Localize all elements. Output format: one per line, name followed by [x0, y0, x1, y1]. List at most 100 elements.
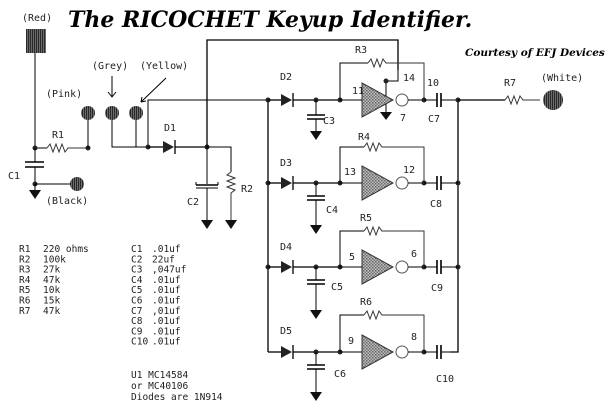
u1-inverter-a — [361, 82, 395, 118]
bom-ref: R1 — [19, 244, 31, 255]
bom-value: .01uf — [152, 244, 181, 255]
d2-diode — [281, 94, 292, 106]
c8-capacitor — [436, 176, 442, 190]
d4-label: D4 — [280, 242, 292, 253]
pin-12: 12 — [403, 165, 415, 176]
bom-value: .01uf — [152, 316, 181, 327]
d5-diode — [281, 346, 292, 358]
bom-value: .01uf — [152, 285, 181, 296]
white-connector[interactable] — [543, 90, 563, 110]
stage-4: D5 C6 R6 9 8 C10 — [268, 297, 458, 401]
bom-value: .01uf — [152, 326, 181, 337]
r2-resistor — [225, 171, 237, 220]
c4-capacitor — [307, 195, 325, 201]
d2-label: D2 — [280, 72, 292, 83]
inverter-bubble — [395, 93, 409, 107]
grey-connector[interactable] — [105, 106, 119, 120]
ground-icon — [380, 112, 392, 120]
bom-ref: C3 — [131, 265, 142, 276]
stage-3: D4 C5 R5 5 6 C9 — [268, 213, 458, 319]
inverter-bubble — [395, 176, 409, 190]
bom-value: 27k — [43, 265, 60, 276]
pin-10: 10 — [427, 78, 439, 89]
c7-capacitor — [436, 93, 442, 107]
ground-icon — [310, 310, 322, 319]
bom-value: 47k — [43, 306, 60, 317]
yellow-connector[interactable] — [129, 106, 143, 120]
c3-label: C3 — [323, 116, 335, 127]
bom-ref: R7 — [19, 306, 30, 317]
r4-resistor — [363, 141, 425, 183]
inverter-bubble — [395, 260, 409, 274]
c10-label: C10 — [436, 374, 454, 385]
ground-icon — [225, 220, 237, 229]
bom-value: 100k — [43, 254, 66, 265]
stage-1: D2 C3 R3 11 14 7 10 C7 — [268, 45, 458, 140]
white-label: (White) — [541, 73, 583, 84]
bom-value: ,01uf — [152, 306, 181, 317]
c1-label: C1 — [8, 171, 20, 182]
bom-value: 220 ohms — [43, 244, 89, 255]
c6-capacitor — [307, 364, 325, 370]
bom-ref: C7 — [131, 306, 142, 317]
ground-icon — [310, 392, 322, 401]
d3-label: D3 — [280, 158, 292, 169]
bom-value: 15k — [43, 296, 60, 307]
bom-ref: R3 — [19, 265, 30, 276]
bom-value: 10k — [43, 285, 60, 296]
stage-2: D3 C4 R4 13 12 C8 — [268, 132, 458, 234]
c8-label: C8 — [430, 199, 442, 210]
black-connector[interactable] — [70, 177, 84, 191]
pink-connector[interactable] — [81, 106, 95, 120]
r7-label: R7 — [504, 78, 516, 89]
pin-9: 9 — [348, 336, 354, 347]
r7-resistor — [504, 94, 540, 106]
r3-label: R3 — [355, 45, 367, 56]
bom-value: .01uf — [152, 337, 181, 348]
r1-resistor — [46, 142, 88, 154]
bom-ref: R6 — [19, 296, 31, 307]
r5-resistor — [363, 225, 425, 267]
black-label: (Black) — [46, 196, 88, 207]
d1-diode — [163, 141, 174, 153]
d5-label: D5 — [280, 326, 292, 337]
pin-6: 6 — [411, 249, 417, 260]
pin-11: 11 — [352, 86, 364, 97]
bom-ref: C2 — [131, 254, 142, 265]
c4-label: C4 — [326, 205, 338, 216]
diagram-title: The RICOCHET Keyup Identifier. — [68, 7, 472, 33]
bom-ref: C6 — [131, 296, 143, 307]
bom-note: or MC40106 — [131, 381, 188, 392]
pin-7: 7 — [400, 113, 406, 124]
ground-icon — [310, 131, 322, 140]
bom-ref: C1 — [131, 244, 143, 255]
arrow-down-icon — [107, 91, 117, 98]
bom-ref: R5 — [19, 285, 30, 296]
pin-8: 8 — [411, 332, 417, 343]
pin-5: 5 — [349, 252, 355, 263]
u1-inverter-c — [361, 249, 395, 285]
r2-label: R2 — [241, 184, 253, 195]
c9-label: C9 — [431, 283, 443, 294]
d1-label: D1 — [164, 123, 176, 134]
junction — [383, 78, 389, 84]
bom-ref: R2 — [19, 254, 30, 265]
bom-note: U1 MC14584 — [131, 370, 188, 381]
c9-capacitor — [436, 260, 442, 274]
c6-label: C6 — [334, 369, 346, 380]
ground-icon — [29, 190, 41, 199]
r4-label: R4 — [358, 132, 370, 143]
red-connector[interactable] — [26, 29, 46, 53]
r5-label: R5 — [360, 213, 372, 224]
c7-label: C7 — [428, 114, 440, 125]
credit-text: Courtesy of EFJ Devices — [465, 47, 605, 59]
r6-resistor — [363, 309, 425, 352]
inverter-bubble — [395, 345, 409, 359]
pin-13: 13 — [344, 167, 356, 178]
yellow-pointer — [140, 77, 167, 103]
u1-inverter-d — [361, 334, 395, 370]
c1-capacitor — [25, 161, 44, 168]
